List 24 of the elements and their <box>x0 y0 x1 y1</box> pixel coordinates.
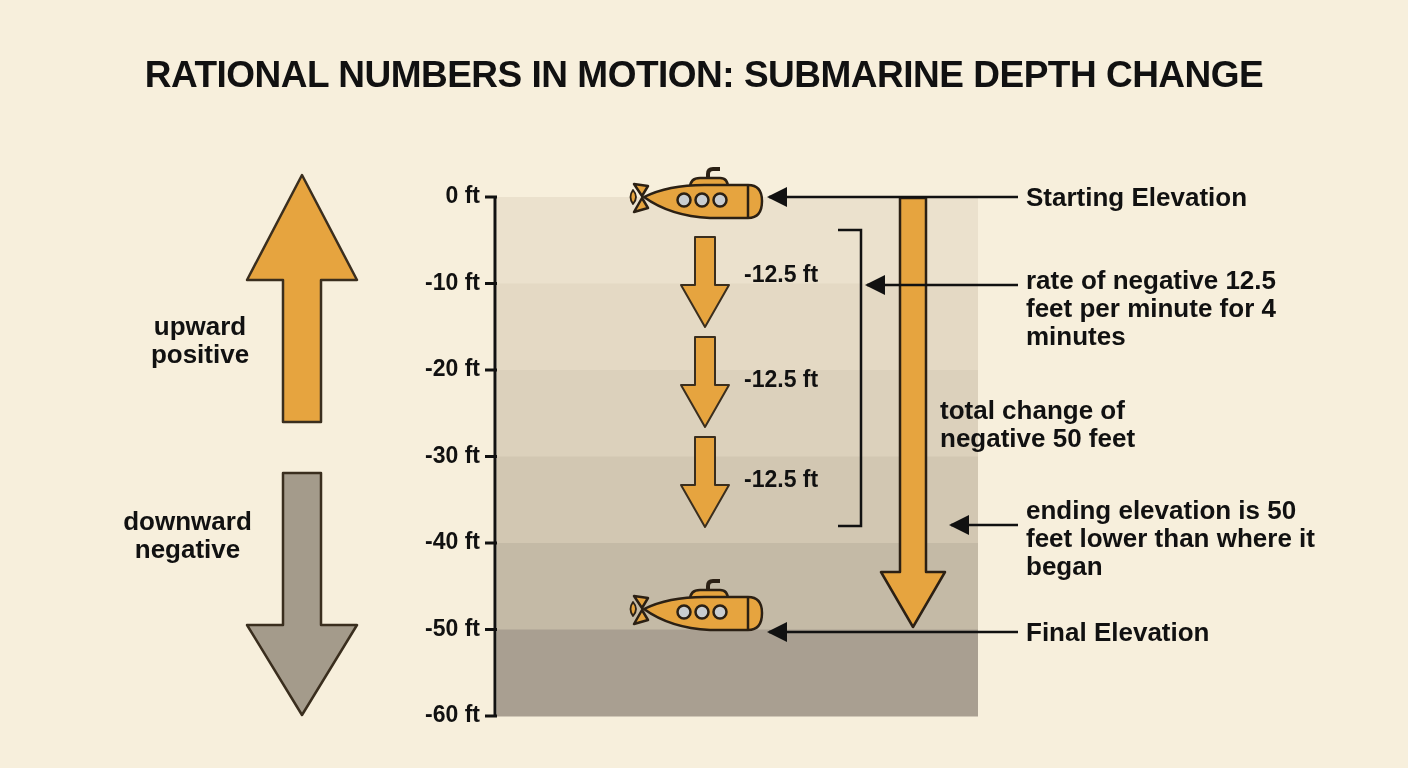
depth-tick-label: -40 ft <box>424 529 480 554</box>
callout-text: Final Elevation <box>1026 615 1336 649</box>
depth-tick-label: 0 ft <box>444 183 480 208</box>
direction-label: downward negative <box>122 507 253 564</box>
step-label: -12.5 ft <box>744 262 820 287</box>
bracket <box>836 228 864 528</box>
depth-tick-label: -30 ft <box>424 443 480 468</box>
annotation-text: total change of negative 50 feet <box>940 396 1137 453</box>
callout-text: Starting Elevation <box>1026 180 1336 214</box>
step-label: -12.5 ft <box>744 367 820 392</box>
callout-text: ending elevation is 50 feet lower than where it began <box>1026 488 1326 588</box>
leader-arrow <box>767 187 1018 207</box>
depth-tick-label: -50 ft <box>424 616 480 641</box>
depth-tick-label: -20 ft <box>424 356 480 381</box>
depth-tick-label: -10 ft <box>424 270 480 295</box>
direction-label: upward positive <box>149 312 251 369</box>
callout-text: rate of negative 12.5 feet per minute for 4 minutes <box>1026 258 1326 358</box>
submarine-drawing <box>630 166 766 222</box>
leader-arrow <box>767 622 1018 642</box>
leader-arrow <box>865 275 1018 295</box>
step-label: -12.5 ft <box>744 467 820 492</box>
title: RATIONAL NUMBERS IN MOTION: SUBMARINE DEPTH CHANGE <box>143 55 1265 95</box>
leader-arrow <box>949 515 1018 535</box>
depth-tick-label: -60 ft <box>424 702 480 727</box>
